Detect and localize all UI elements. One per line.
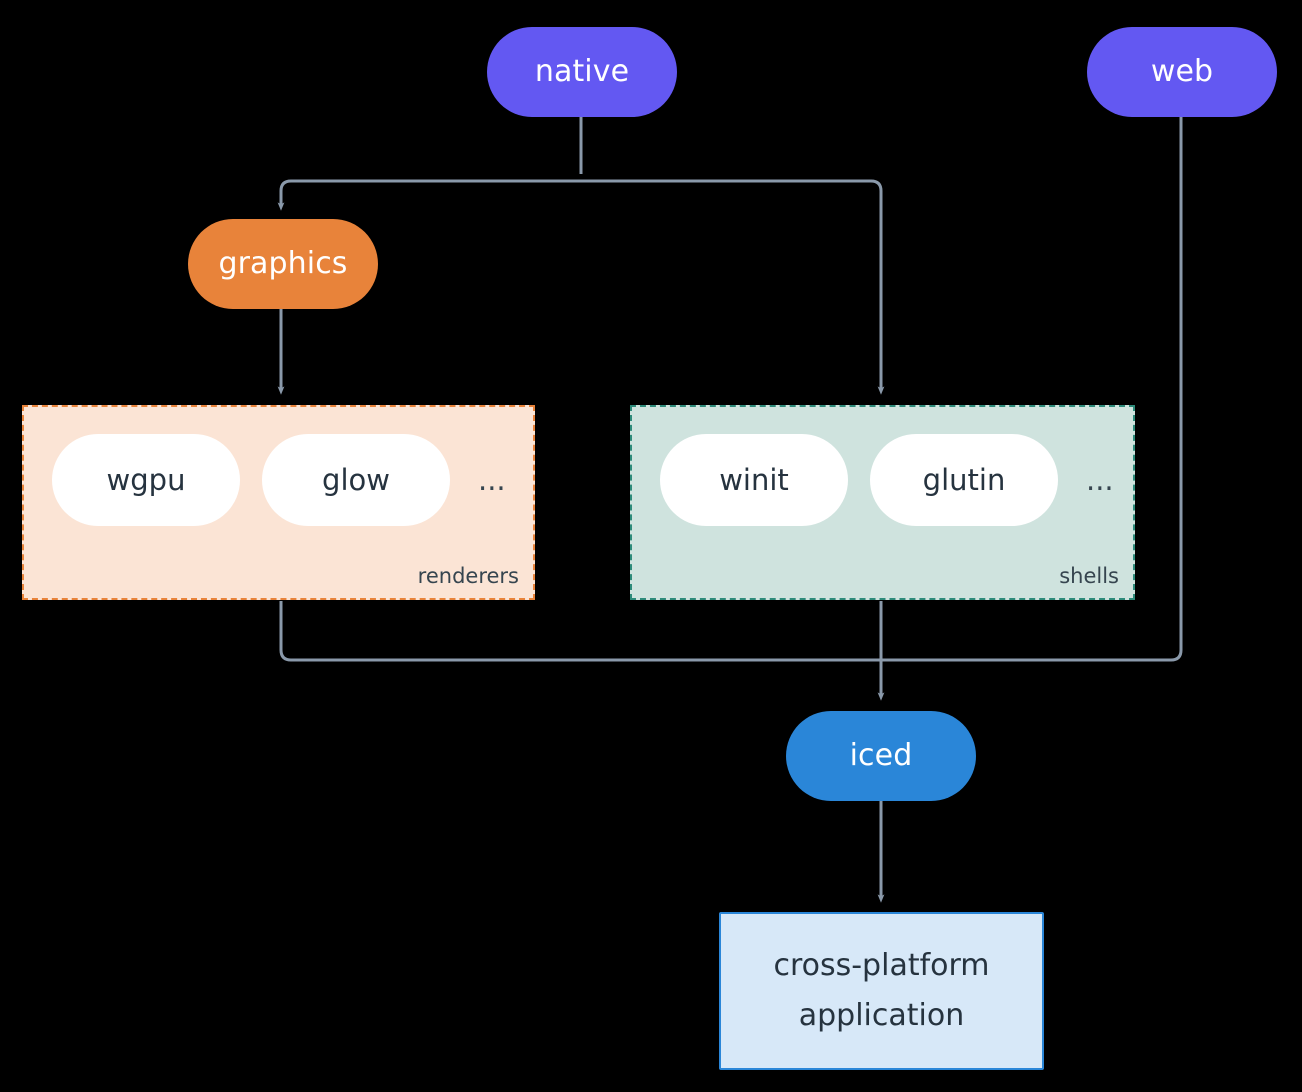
chip-glow[interactable]: glow [262,434,450,526]
chip-glow-label: glow [322,463,390,497]
renderers-chip-row: wgpu glow ... [24,434,506,526]
group-shells: winit glutin ... shells [630,405,1135,600]
edge-native-to-graphics [277,179,581,211]
group-shells-label: shells [1059,564,1119,588]
chip-winit-label: winit [719,463,789,497]
chip-wgpu-label: wgpu [106,463,186,497]
chip-glutin-label: glutin [922,463,1006,497]
node-iced-label: iced [849,737,913,773]
chip-wgpu[interactable]: wgpu [52,434,240,526]
node-web[interactable]: web [1087,27,1277,117]
shells-chip-row: winit glutin ... [632,434,1114,526]
edge-native-to-shells [581,179,885,395]
chip-winit[interactable]: winit [660,434,848,526]
node-web-label: web [1150,53,1214,89]
renderers-ellipsis: ... [478,463,506,497]
node-graphics[interactable]: graphics [188,219,378,309]
node-graphics-label: graphics [218,245,348,281]
edge-renderers-to-iced [279,601,881,662]
chip-glutin[interactable]: glutin [870,434,1058,526]
node-native-label: native [534,53,630,89]
node-cross-platform-application[interactable]: cross-platform application [719,912,1044,1070]
node-iced[interactable]: iced [786,711,976,801]
group-renderers: wgpu glow ... renderers [22,405,535,600]
shells-ellipsis: ... [1086,463,1114,497]
node-native[interactable]: native [487,27,677,117]
group-renderers-label: renderers [417,564,519,588]
application-label-line-2: application [798,998,965,1033]
application-label-line-1: cross-platform [773,947,990,983]
